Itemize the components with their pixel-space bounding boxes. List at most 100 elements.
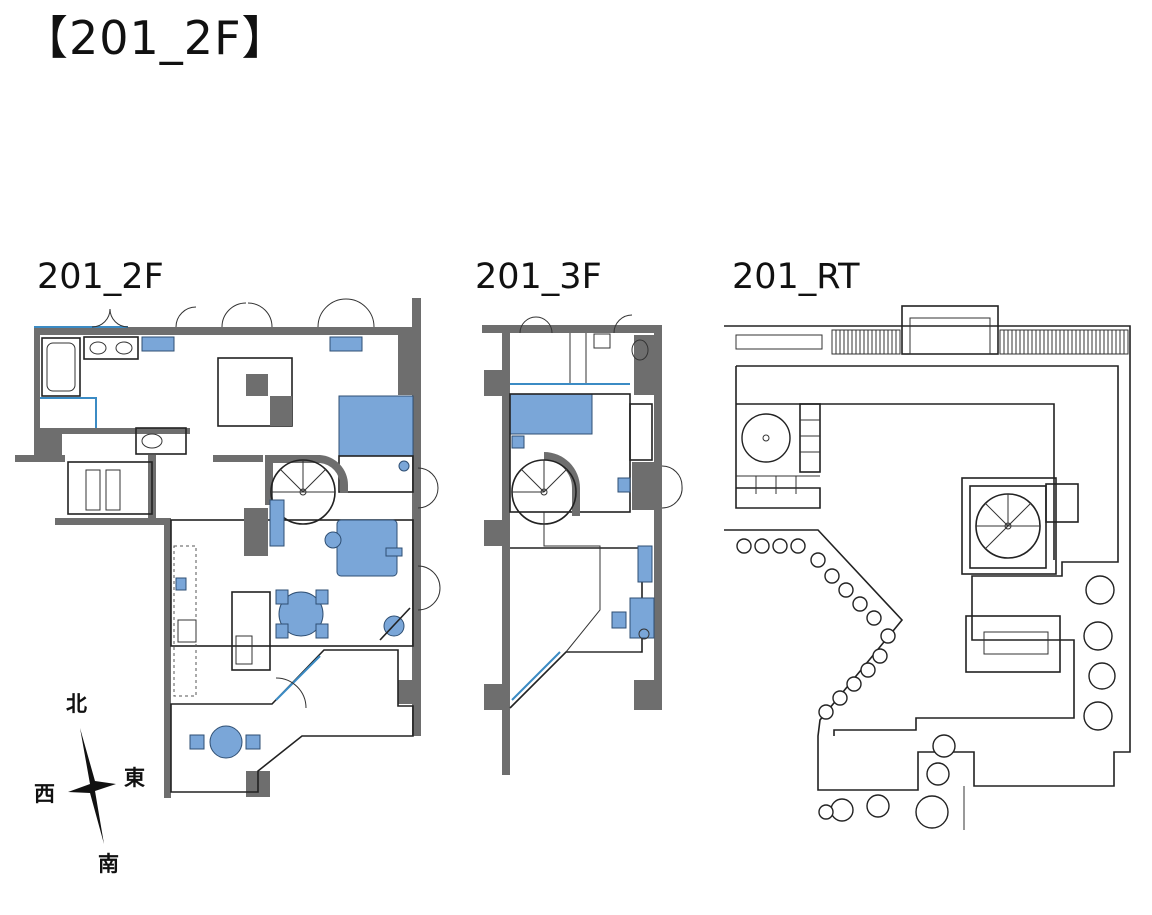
sink-3f [593, 333, 611, 349]
wall-2f-east [412, 298, 421, 736]
appliance-2f [175, 577, 187, 591]
wall-3f-north [482, 325, 662, 333]
wall-3f-core [632, 462, 656, 510]
wall-3f-pier-1 [484, 370, 504, 396]
roof-planter-trees [736, 538, 896, 720]
toilet-3f [631, 339, 649, 361]
wall-2f-interior-3 [213, 455, 263, 462]
shelf-3f [637, 545, 653, 583]
stair-wall-2f [265, 455, 349, 505]
spiral-stair-treads-2f [271, 460, 335, 493]
roof-outline [724, 325, 1131, 791]
living-room-2f [170, 519, 414, 647]
roof-skylight-glass [983, 631, 1049, 655]
tree-roof-1 [741, 413, 791, 463]
roof-stair-house [961, 477, 1057, 575]
chair-2f-b [315, 589, 329, 605]
wall-2f-core [40, 434, 62, 456]
chair-2f-c [275, 623, 289, 639]
column-2f-b [270, 396, 292, 426]
roof-hatch [901, 305, 999, 355]
plan-rt [724, 305, 1131, 830]
roof-stair-house-inner [969, 485, 1047, 569]
shelving-2f [217, 357, 293, 427]
wall-3f-pier-2 [484, 520, 504, 546]
table-2f-south [209, 725, 243, 759]
wall-2f-west-step [15, 455, 65, 462]
door-2f-east-2 [417, 565, 441, 611]
bed-2f [338, 395, 414, 457]
ottoman-2f [385, 547, 403, 557]
spiral-stair-treads-3f [512, 460, 568, 493]
kitchen-island-2f [231, 591, 271, 671]
wall-3f-east-pier [634, 335, 656, 395]
roof-stair-landing [1045, 483, 1079, 523]
desk-2f-b [329, 336, 363, 352]
roof-east-trees [1083, 575, 1116, 731]
roof-parapet [736, 365, 1119, 736]
stair-wall-3f [544, 452, 580, 516]
closet-3f [629, 403, 653, 461]
wall-2f-west-lower [164, 518, 171, 798]
compass-south: 南 [98, 852, 119, 876]
closet-2f [67, 461, 153, 515]
bed-3f [509, 393, 593, 435]
column-2f-a [246, 374, 268, 396]
plan-2f [15, 298, 441, 798]
chair-2f-south-b [245, 734, 261, 750]
toilet-room-2f [135, 427, 187, 455]
chair-3f [617, 477, 631, 493]
bin-3f [638, 628, 650, 640]
roof-planter-frame [735, 366, 821, 509]
door-3f-east [661, 465, 683, 509]
glass-window-2f-sw [275, 655, 321, 701]
door-2f-north-4 [317, 298, 375, 328]
south-terrace-2f [170, 649, 414, 793]
cabinet-2f [269, 499, 285, 547]
wall-2f-east-pier-2 [398, 680, 416, 704]
desk-chair-3f [611, 611, 627, 629]
door-2f-south [275, 677, 307, 709]
door-3f-north-2 [613, 314, 633, 334]
wall-3f-east [654, 325, 662, 710]
plan-label-2f: 201_2F [37, 257, 164, 297]
roof-vent [735, 334, 823, 350]
roof-steps [799, 403, 821, 473]
plan-label-3f: 201_3F [475, 257, 602, 297]
wall-2f-interior-1 [40, 428, 190, 434]
chair-2f-south-a [189, 734, 205, 750]
wall-2f-north [34, 327, 418, 335]
glass-window-3f [511, 651, 561, 701]
kitchen-counter-2f [173, 545, 197, 697]
desk-3f [629, 597, 655, 639]
page-title: 【201_2F】 [22, 11, 289, 65]
vanity-2f [83, 336, 139, 360]
dining-table-2f [278, 591, 324, 637]
glass-partition-2f [40, 397, 97, 428]
side-table-2f [324, 531, 342, 549]
wall-3f-west [502, 325, 510, 775]
lamp-2f [398, 460, 410, 472]
basin-2f-b [115, 341, 133, 355]
desk-2f-a [141, 336, 175, 352]
closet-shelf-2f-b [105, 469, 121, 511]
cooktop-2f [177, 619, 197, 643]
roof-skylight [965, 615, 1061, 673]
wall-2f-south-west [55, 518, 170, 525]
toilet-2f [141, 433, 163, 449]
compass-west: 西 [34, 782, 55, 806]
lamp-stand-2f [379, 607, 411, 641]
basin-2f-a [89, 341, 107, 355]
wall-3f-pier-3 [484, 684, 504, 710]
compass-icon [68, 728, 116, 844]
nightstand-3f [511, 435, 525, 449]
chair-2f-d [315, 623, 329, 639]
roof-hatch-inner [909, 317, 991, 355]
column-2f-c [244, 508, 268, 556]
roof-path [736, 403, 1055, 560]
wall-3f-east-pier-2 [634, 680, 656, 710]
door-3f-north-1 [519, 316, 553, 334]
roof-steps-lines [736, 419, 820, 494]
wall-2f-east-pier [398, 335, 416, 395]
